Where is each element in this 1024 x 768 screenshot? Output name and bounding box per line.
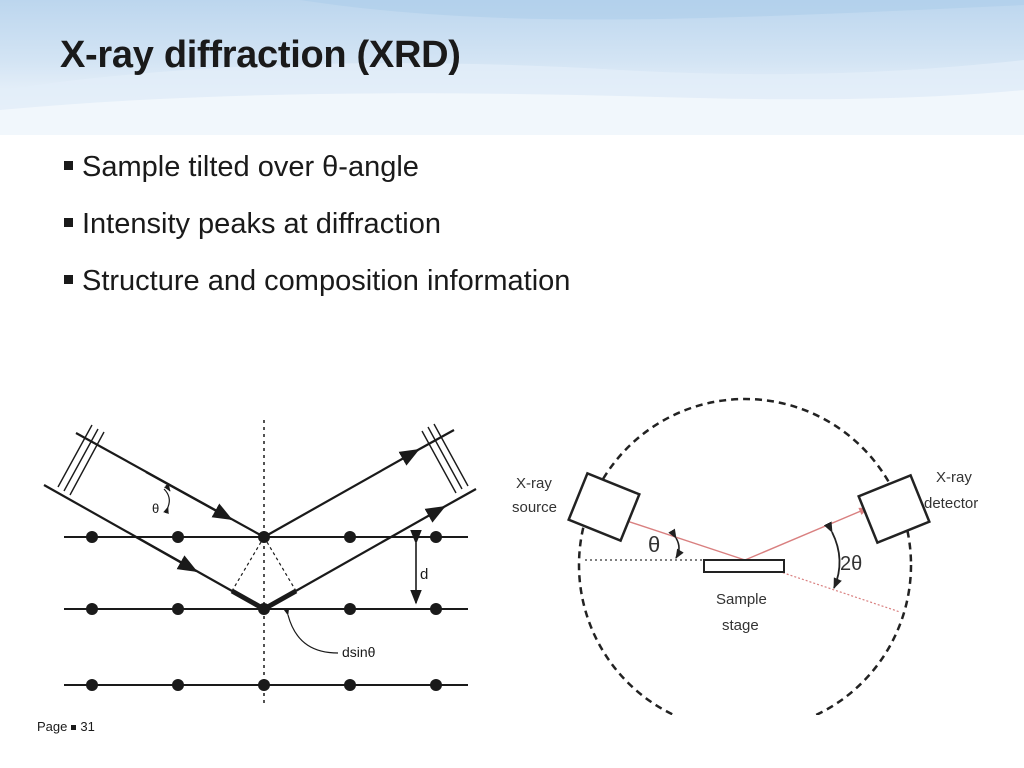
incident-beam (617, 517, 746, 561)
atom-row (86, 679, 442, 691)
goniometer-diagram: X-ray source X-ray detector Sample stage… (512, 397, 978, 715)
d-spacing-label: d (420, 566, 428, 583)
stage-label-line2: stage (722, 617, 759, 634)
xray-detector-box (857, 473, 931, 545)
header-wave-decoration (0, 0, 1024, 135)
sample-stage-box (703, 559, 785, 573)
diffracted-beam (744, 507, 869, 561)
page-footer: Page 31 (37, 719, 95, 734)
dsin-label: dsinθ (342, 644, 376, 660)
bullet-marker-icon (64, 275, 73, 284)
goniometer-circle (577, 397, 913, 715)
incident-ray-arrow (135, 536, 198, 572)
path-difference-segment (262, 588, 298, 612)
source-label-line1: X-ray (516, 475, 552, 492)
stage-label-line1: Sample (716, 591, 767, 608)
xray-source-box (567, 471, 641, 543)
wavefront-right-icon (421, 423, 469, 494)
header-band (0, 0, 1024, 135)
detector-label-line1: X-ray (936, 469, 972, 486)
theta-label: θ (152, 501, 159, 516)
theta-arrow-icon (164, 484, 171, 492)
two-theta-arrow-icon (823, 521, 842, 589)
bullet-text: Sample tilted over θ-angle (82, 151, 419, 183)
bullet-text: Structure and composition information (82, 265, 571, 297)
reflected-ray-upper (263, 449, 420, 538)
bullet-marker-icon (64, 218, 73, 227)
bullet-marker-icon (64, 161, 73, 170)
wavefront-left-icon (57, 424, 105, 496)
path-difference-construction-line (231, 536, 265, 592)
incident-ray-arrow (145, 471, 233, 520)
atom-row (86, 531, 442, 543)
bullet-item: Intensity peaks at diffraction (62, 205, 570, 262)
bullet-item: Structure and composition information (62, 262, 570, 319)
reflected-ray-lower-tail (441, 488, 477, 509)
transmitted-beam-extension (744, 559, 901, 613)
path-difference-segment (230, 588, 266, 612)
slide-title: X-ray diffraction (XRD) (60, 34, 461, 76)
page-label: Page (37, 719, 68, 734)
dsin-leader-line (283, 607, 339, 654)
source-label-line2: source (512, 499, 557, 516)
page-number: 31 (80, 719, 95, 734)
two-theta-label: 2θ (840, 553, 862, 575)
separator-square-icon (71, 725, 77, 731)
theta-label: θ (648, 532, 660, 557)
theta-angle-arc (163, 488, 170, 508)
bullet-text: Intensity peaks at diffraction (82, 208, 441, 240)
bullet-list: Sample tilted over θ-angle Intensity pea… (62, 148, 570, 319)
detector-label-line2: detector (924, 495, 978, 512)
path-difference-construction-line (263, 536, 297, 592)
bullet-item: Sample tilted over θ-angle (62, 148, 570, 205)
atom-row (86, 603, 442, 615)
bragg-diffraction-diagram: θ d dsinθ (43, 420, 477, 705)
theta-arrow-icon (668, 528, 684, 559)
theta-arrow-icon (163, 506, 169, 515)
